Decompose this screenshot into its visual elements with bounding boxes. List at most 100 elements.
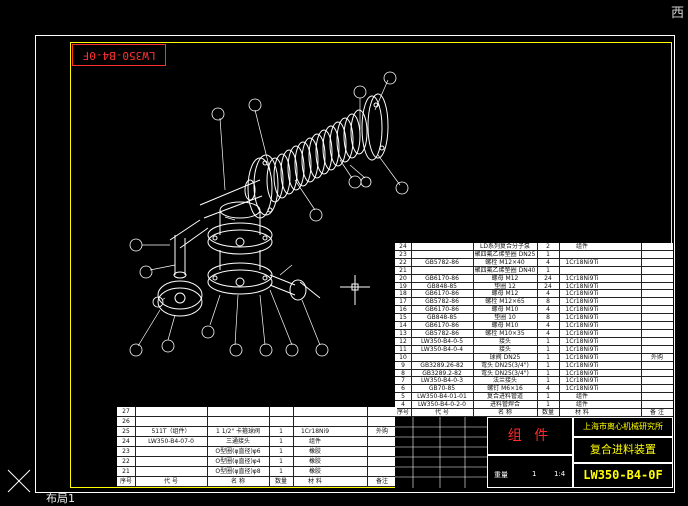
table-cell-qty: 1 [546, 401, 550, 409]
table-cell-material: 1Cr18Ni9Ti [565, 314, 599, 322]
table-cell-code: GB3289.26-82 [420, 361, 464, 369]
table-cell-no: 19 [399, 282, 407, 290]
table-cell-remark [367, 467, 397, 477]
table-cell-name: 弯头 DN25(3/4") [481, 361, 529, 369]
table-cell-material: 1Cr18Ni9Ti [565, 306, 599, 314]
table-column-divider [293, 407, 294, 487]
balloon-icon [248, 98, 262, 112]
table-cell-code [135, 467, 207, 477]
table-cell-material [559, 251, 605, 259]
table-cell-qty: 4 [546, 306, 550, 314]
table-cell-material: 1Cr18Ni9 [300, 428, 330, 435]
table-cell-qty: 8 [546, 298, 550, 306]
table-cell-name: 垫圈 10 [494, 314, 516, 322]
table-cell-material: 组件 [308, 438, 321, 445]
table-cell-no: 21 [122, 468, 130, 475]
table-cell-qty: 1 [279, 458, 283, 465]
table-cell-name: 螺母 M10 [491, 322, 519, 330]
table-cell-remark [641, 330, 673, 338]
table-cell-name: 法兰接头 [492, 377, 517, 385]
table-cell-material: 橡胶 [308, 458, 321, 465]
table-cell-name: 螺母 M12 [491, 274, 519, 282]
table-cell-code [135, 457, 207, 467]
table-cell-qty: 1 [546, 266, 550, 274]
table-cell-no: 23 [399, 250, 407, 258]
table-cell-qty: 数量 [541, 409, 554, 417]
table-cell-name: 聚四氟乙烯垫圈 DN40 [474, 266, 536, 274]
table-cell-code: LW350-B4-0-4 [420, 345, 464, 353]
table-cell-no: 5 [401, 393, 405, 401]
table-cell-remark [641, 385, 673, 393]
title-block-institute: 上海市离心机械研究所 [573, 417, 673, 437]
table-cell-remark [367, 437, 397, 447]
title-block-weight-label: 重量 [494, 471, 508, 479]
table-header-row: 序号代 号名 称数量材 料备 注 [395, 409, 673, 417]
table-cell-name: 三通接头 [225, 438, 250, 445]
table-cell-code [135, 447, 207, 457]
table-cell-remark [367, 417, 397, 427]
table-cell-code: LW350-B4-0-2-0 [417, 401, 466, 409]
table-column-divider [367, 407, 368, 487]
table-cell-remark [641, 275, 673, 283]
table-cell-name: 接头 [498, 337, 511, 345]
table-cell-material: 1Cr18Ni9Ti [565, 385, 599, 393]
table-cell-no: 24 [399, 243, 407, 250]
table-cell-material: 组件 [575, 401, 588, 409]
table-column-divider [559, 243, 560, 417]
table-cell-material: 1Cr18Ni9Ti [565, 290, 599, 298]
table-cell-qty: 4 [546, 290, 550, 298]
table-cell-no: 11 [399, 345, 407, 353]
table-cell-code: GB6170-86 [425, 322, 459, 330]
table-cell-remark: 外购 [650, 353, 663, 361]
title-block-sheet: 1 [532, 470, 537, 478]
table-cell-no: 10 [399, 353, 407, 361]
table-cell-code: GB3289.2-82 [422, 369, 462, 377]
table-cell-name: 螺栓 M10×35 [485, 330, 525, 337]
table-cell-material: 1Cr18Ni9Ti [565, 330, 599, 337]
title-block-component: 组 件 [487, 417, 573, 455]
table-cell-qty: 4 [546, 322, 550, 330]
table-cell-code: GB5782-86 [425, 258, 459, 266]
table-cell-no: 21 [399, 266, 407, 274]
table-cell-material: 1Cr18Ni9Ti [565, 274, 599, 282]
table-cell-material [293, 407, 337, 417]
table-cell-no: 25 [122, 428, 130, 435]
drawing-frame-outer [35, 35, 675, 493]
table-cell-no: 12 [399, 337, 407, 345]
table-cell-code [411, 354, 473, 362]
table-cell-material: 1Cr18Ni9Ti [565, 258, 599, 266]
table-cell-code [135, 417, 207, 427]
table-cell-qty: 数量 [274, 478, 287, 485]
table-cell-no: 22 [122, 458, 130, 465]
table-cell-material: 1Cr18Ni9Ti [565, 282, 599, 290]
table-cell-name [207, 407, 269, 417]
table-cell-remark [641, 306, 673, 314]
table-cell-code [411, 251, 473, 259]
table-cell-code [411, 243, 473, 251]
table-cell-material: 1Cr18Ni9Ti [565, 377, 599, 385]
table-cell-remark [641, 322, 673, 330]
table-cell-qty: 1 [279, 428, 283, 435]
viewcube-west-label[interactable]: 西 [670, 6, 684, 21]
table-cell-code: GB5782-86 [425, 298, 459, 306]
tab-layout1[interactable]: 布局1 [46, 492, 75, 505]
table-column-divider [537, 243, 538, 417]
table-cell-no: 15 [399, 314, 407, 322]
table-cell-no: 27 [122, 408, 130, 415]
table-cell-qty: 4 [546, 258, 550, 266]
table-cell-code: GB848-85 [426, 282, 458, 290]
table-cell-remark [641, 401, 673, 409]
